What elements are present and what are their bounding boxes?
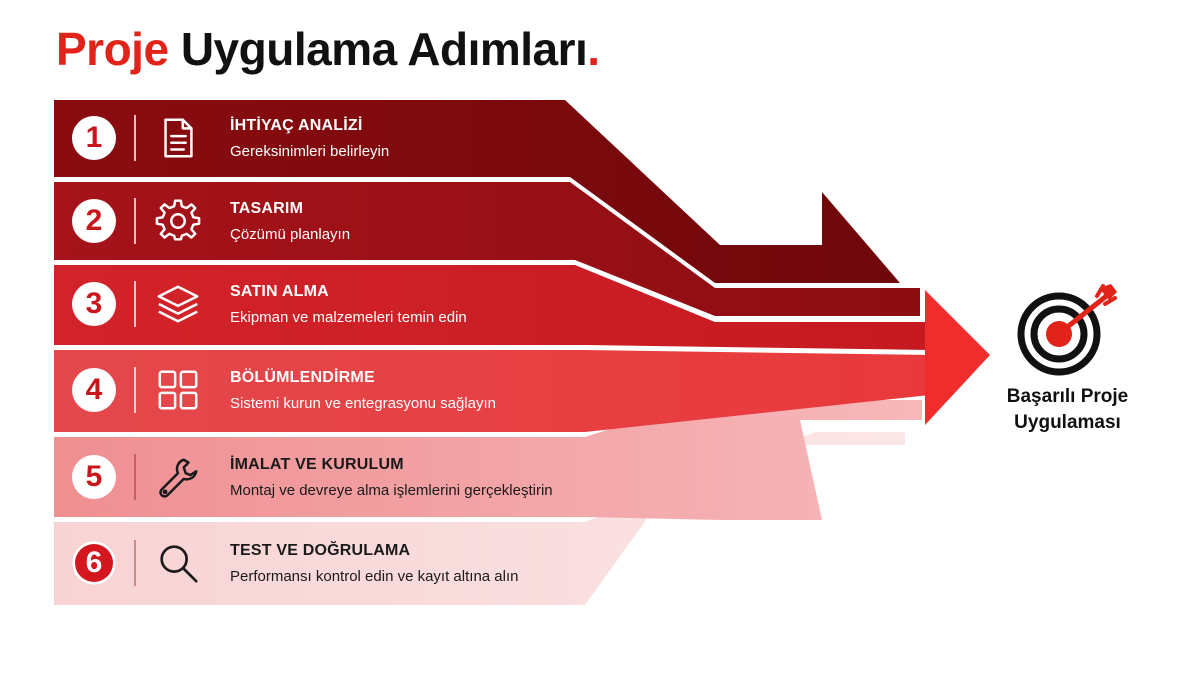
goal-label-line2: Uygulaması	[1014, 412, 1121, 433]
step-number-badge: 2	[72, 199, 116, 243]
main-arrowhead	[925, 290, 990, 425]
step-subtitle: Ekipman ve malzemeleri temin edin	[230, 308, 467, 326]
divider	[134, 540, 136, 586]
flow-band-1	[54, 100, 900, 283]
page-title: Proje Uygulama Adımları.	[56, 22, 600, 76]
step-heading: TASARIM	[230, 199, 304, 217]
wrench-icon	[154, 453, 202, 501]
step-row-5: 5 İMALAT VE KURULUM Montaj ve devreye al…	[54, 437, 614, 517]
title-rest: Uygulama Adımları	[168, 23, 588, 75]
gear-icon	[154, 197, 202, 245]
step-row-2: 2 TASARIM Çözümü planlayın	[54, 181, 614, 261]
step-heading: İMALAT VE KURULUM	[230, 455, 404, 473]
divider	[134, 454, 136, 500]
step-subtitle: Performansı kontrol edin ve kayıt altına…	[230, 567, 519, 585]
magnifier-icon	[154, 539, 202, 587]
title-accent: Proje	[56, 23, 169, 75]
divider	[134, 115, 136, 161]
flow-band-4	[54, 350, 930, 432]
step-heading: İHTİYAÇ ANALİZİ	[230, 116, 363, 134]
goal-label-line1: Başarılı Proje	[1006, 386, 1129, 407]
goal-block: Başarılı Proje Uygulaması	[985, 280, 1150, 436]
step-heading: TEST VE DOĞRULAMA	[230, 541, 411, 559]
step-number-badge: 6	[72, 541, 116, 585]
step-number-badge: 4	[72, 368, 116, 412]
divider	[134, 367, 136, 413]
title-dot: .	[587, 23, 600, 75]
step-subtitle: Çözümü planlayın	[230, 225, 351, 243]
step-heading: BÖLÜMLENDİRME	[230, 368, 375, 386]
divider	[134, 281, 136, 327]
divider	[134, 198, 136, 244]
step-subtitle: Sistemi kurun ve entegrasyonu sağlayın	[230, 394, 496, 412]
step-number-badge: 3	[72, 282, 116, 326]
step-heading: SATIN ALMA	[230, 282, 329, 300]
step-row-4: 4 BÖLÜMLENDİRME Sistemi kurun ve entegra…	[54, 350, 614, 430]
flow-band-5	[54, 400, 922, 520]
layers-icon	[154, 280, 202, 328]
flow-band-3	[54, 265, 930, 350]
target-arrow-icon	[1013, 280, 1123, 380]
document-icon	[154, 114, 202, 162]
flow-band-2	[54, 182, 920, 316]
grid-icon	[154, 366, 202, 414]
step-row-3: 3 SATIN ALMA Ekipman ve malzemeleri temi…	[54, 264, 614, 344]
step-number-badge: 5	[72, 455, 116, 499]
step-number-badge: 1	[72, 116, 116, 160]
step-row-6: 6 TEST VE DOĞRULAMA Performansı kontrol …	[54, 523, 614, 603]
step-subtitle: Gereksinimleri belirleyin	[230, 142, 390, 160]
step-row-1: 1 İHTİYAÇ ANALİZİ Gereksinimleri belirle…	[54, 98, 614, 178]
step-subtitle: Montaj ve devreye alma işlemlerini gerçe…	[230, 481, 553, 499]
